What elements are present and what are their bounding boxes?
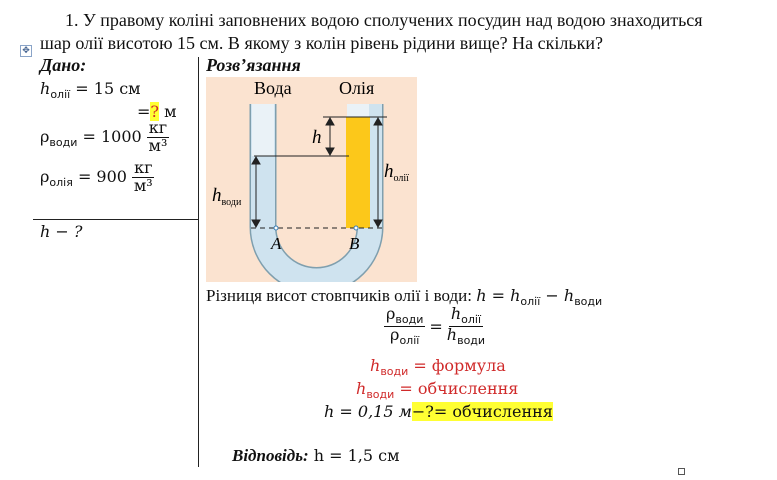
label-h-oil: hолії (384, 161, 409, 184)
label-h-water: hводи (212, 185, 242, 208)
right-tube-air (347, 104, 369, 117)
given-h-oil: hолії = 15 см (40, 79, 141, 101)
u-tube-diagram: Вода Олія h hводи hолії A B (206, 77, 417, 282)
label-oil: Олія (339, 78, 374, 98)
h-water-calc: hводи = обчислення (356, 379, 519, 401)
difference-line: Різниця висот стовпчиків олії і води: h … (206, 286, 603, 308)
left-tube-air (252, 104, 274, 156)
find-h: h − ? (40, 222, 83, 241)
table-divider-horizontal (33, 219, 198, 220)
table-divider-vertical (198, 57, 199, 467)
h-water-formula: hводи = формула (370, 356, 506, 378)
problem-line-1: 1. У правому коліні заповнених водою спо… (65, 10, 703, 30)
point-b: B (349, 234, 360, 253)
table-move-handle-icon[interactable]: ✥ (20, 45, 32, 57)
end-of-cell-mark (678, 468, 685, 475)
point-a: A (270, 234, 282, 253)
given-conversion: =? м (137, 102, 177, 121)
oil-column (346, 117, 370, 228)
tube-inner (251, 104, 382, 282)
solution-title: Розв’язання (206, 55, 301, 75)
arrows (251, 116, 383, 229)
label-water: Вода (254, 78, 292, 98)
given-title: Дано: (40, 55, 87, 75)
answer: Відповідь: h = 1,5 см (232, 446, 400, 465)
problem-line-2: шар олії висотою 15 см. В якому з колін … (40, 33, 603, 53)
final-calc: h = 0,15 м−?= обчислення (324, 402, 553, 421)
label-h: h (312, 127, 322, 148)
